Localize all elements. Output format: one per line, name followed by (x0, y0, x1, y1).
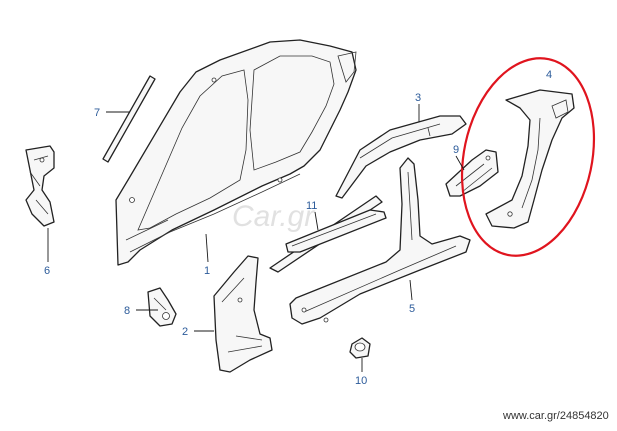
part-9-bracket (445, 149, 499, 197)
callout-10: 10 (355, 375, 367, 387)
watermark-logo: Car.gr (232, 200, 315, 233)
leader-5 (409, 279, 413, 301)
part-11-sill-strip (269, 195, 387, 273)
part-6-bracket (25, 145, 55, 227)
callout-2: 2 (182, 326, 188, 338)
leader-1 (205, 233, 209, 263)
part-4-highlight-circle (460, 57, 596, 257)
leader-11 (314, 211, 319, 231)
callout-labels: 7 6 1 3 4 9 11 5 8 2 10 (44, 69, 552, 387)
callout-9: 9 (453, 144, 459, 156)
callout-8: 8 (124, 305, 130, 317)
part-10-grommet (349, 337, 371, 359)
part-2-a-pillar-lower (213, 255, 273, 373)
callout-3: 3 (415, 92, 421, 104)
callout-5: 5 (409, 303, 415, 315)
part-7-strip (102, 75, 156, 163)
callout-4: 4 (546, 69, 552, 81)
part-8-bracket (147, 287, 177, 327)
callout-1: 1 (204, 265, 210, 277)
part-5-inner-rocker (289, 157, 471, 325)
watermark-url: www.car.gr/24854820 (502, 410, 609, 422)
part-3-roof-rail (335, 115, 467, 199)
part-4-rear-quarter-inner (485, 89, 575, 229)
leader-9 (455, 155, 465, 171)
part-1-outer-side-frame (115, 39, 357, 266)
leader-lines (47, 104, 465, 372)
callout-6: 6 (44, 265, 50, 277)
callout-11: 11 (306, 200, 317, 212)
callout-7: 7 (94, 107, 100, 119)
